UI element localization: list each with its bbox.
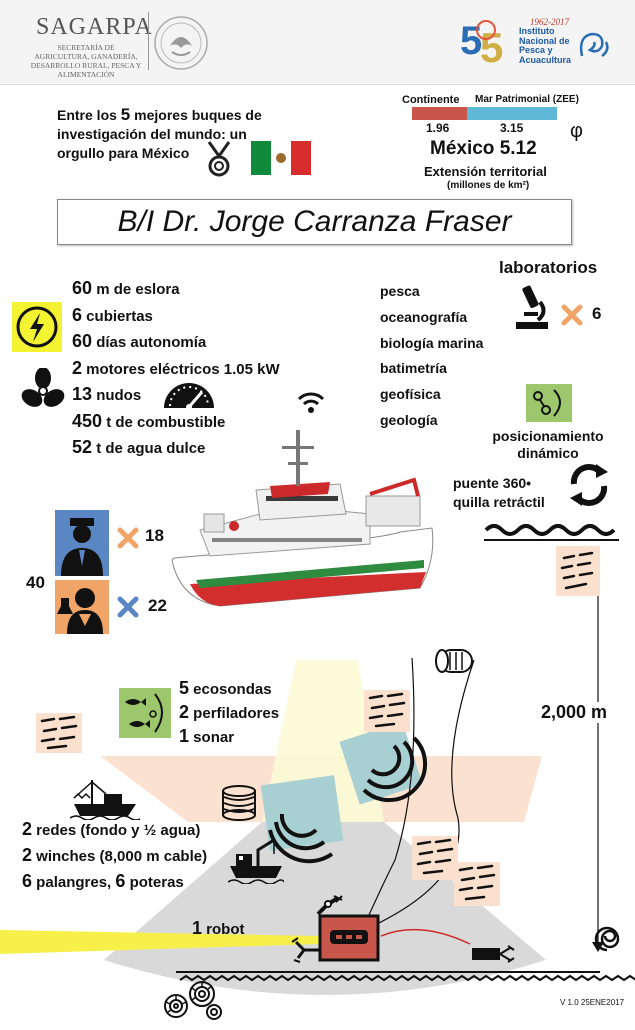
cable-line <box>359 657 415 936</box>
medal-icon <box>207 141 231 177</box>
labs-count: 6 <box>592 304 602 323</box>
gear-item: 2 winches (8,000 m cable) <box>22 845 208 865</box>
discipline-item: oceanografía <box>380 308 468 325</box>
mini-rov-icon <box>472 945 515 963</box>
rov-robot-icon <box>291 895 380 963</box>
bridge-text: puente 360• quilla retráctil <box>453 475 545 510</box>
robot-light <box>0 930 320 954</box>
discipline-item: batimetría <box>380 360 447 377</box>
labs-label: laboratorios <box>499 258 598 277</box>
continent-value: 1.96 <box>426 121 450 135</box>
agency-subtitle: SECRETARÍA DE AGRICULTURA, GANADERÍA, DE… <box>30 43 142 79</box>
acoustic-item: 1 sonar <box>179 726 235 746</box>
acoustic-item: 5 ecosondas <box>179 678 272 698</box>
wifi-icon <box>297 392 325 413</box>
gear-item: 6 palangres, 6 poteras <box>22 871 184 891</box>
zee-bar <box>467 107 557 120</box>
gear-list: 2 redes (fondo y ½ agua) 2 winches (8,00… <box>22 817 207 895</box>
spec-item: 450 t de combustible <box>72 410 226 431</box>
sonar-panel-1 <box>260 775 344 851</box>
depth-label: 2,000 m <box>541 702 608 723</box>
microscope-icon <box>516 285 548 329</box>
trawler-icon <box>70 780 140 820</box>
robot-label: 1 robot <box>192 918 245 938</box>
continent-label: Continente <box>402 94 460 106</box>
header-divider <box>148 12 149 70</box>
seahorse-logo-icon <box>579 32 609 57</box>
fish-school-icon <box>364 690 410 732</box>
fish-school-icon <box>412 836 458 880</box>
gear-item: 2 redes (fondo y ½ agua) <box>22 819 201 839</box>
nautilus-icon <box>594 926 620 952</box>
discipline-item: biología marina <box>380 334 484 351</box>
crew-total: 40 <box>26 573 45 592</box>
officer-icon <box>55 510 109 576</box>
inapesca-55-logo-icon: 5 5 <box>460 19 503 68</box>
disciplines-list: pesca oceanografía biología marina batim… <box>380 279 483 434</box>
rotate-arrows-icon <box>570 464 608 506</box>
lightning-icon <box>12 302 62 352</box>
cable-line-2 <box>339 659 475 941</box>
positioning-label: posicionamiento dinámico <box>492 428 604 461</box>
continent-bar <box>412 107 467 120</box>
scientist-icon <box>55 580 109 634</box>
propeller-icon <box>21 368 65 407</box>
header-bar <box>0 0 635 85</box>
waves-icon <box>484 524 619 541</box>
fish-school-icon <box>556 546 600 596</box>
ammonite-icon <box>164 981 222 1020</box>
discipline-item: geología <box>380 411 438 428</box>
eagle-seal-icon <box>154 16 208 70</box>
spec-item: 13 nudos <box>72 384 142 404</box>
fish-school-icon <box>36 713 82 753</box>
times-icon <box>117 596 139 618</box>
discipline-item: pesca <box>380 283 420 299</box>
zee-value: 3.15 <box>500 121 524 135</box>
acoustics-list: 5 ecosondas 2 perfiladores 1 sonar <box>179 677 279 749</box>
territory-units: (millones de km²) <box>447 180 530 191</box>
speedometer-icon <box>164 383 214 410</box>
ship-title: B/I Dr. Jorge Carranza Fraser <box>117 205 512 238</box>
zee-label: Mar Patrimonial (ZEE) <box>475 94 579 105</box>
specs-list: 60 m de eslora 6 cubiertas 60 días auton… <box>72 276 280 462</box>
scientists-count: 22 <box>148 596 167 615</box>
mexico-total: México 5.12 <box>430 138 537 159</box>
echo-sounder-fish-icon <box>119 688 171 738</box>
seafloor <box>176 971 635 982</box>
cable-reel-icon <box>222 785 256 821</box>
crane-boat-icon <box>228 838 284 884</box>
institute-years: 1962-2017 <box>530 17 569 27</box>
officers-count: 18 <box>145 526 164 545</box>
institute-name: Instituto Nacional de Pesca y Acuacultur… <box>519 26 572 65</box>
version-label: V 1.0 25ENE2017 <box>560 998 625 1007</box>
echo-sounder-icon <box>268 736 428 864</box>
spec-item: 60 m de eslora <box>72 278 180 298</box>
positioning-icon <box>526 384 572 422</box>
svg-text:5: 5 <box>480 24 503 68</box>
intro-text: Entre los 5 mejores buques de investigac… <box>57 105 262 161</box>
territory-caption: Extensión territorial <box>424 164 547 179</box>
title-box: B/I Dr. Jorge Carranza Fraser <box>57 199 572 245</box>
mexico-flag-icon <box>251 141 311 175</box>
spec-item: 2 motores eléctricos 1.05 kW <box>72 357 280 378</box>
ocean-scene <box>0 560 635 995</box>
times-icon <box>117 527 139 549</box>
research-vessel <box>171 430 434 607</box>
agency-name: SAGARPA <box>36 14 153 40</box>
times-icon <box>561 304 583 326</box>
spec-item: 60 días autonomía <box>72 331 207 351</box>
phi-symbol: φ <box>570 120 583 142</box>
fish-school-icon <box>454 862 500 906</box>
discipline-item: geofísica <box>380 386 441 403</box>
spec-item: 52 t de agua dulce <box>72 437 206 457</box>
acoustic-item: 2 perfiladores <box>179 702 280 722</box>
tether <box>380 928 471 945</box>
spec-item: 6 cubiertas <box>72 304 153 325</box>
cable-drum-icon <box>435 649 473 673</box>
